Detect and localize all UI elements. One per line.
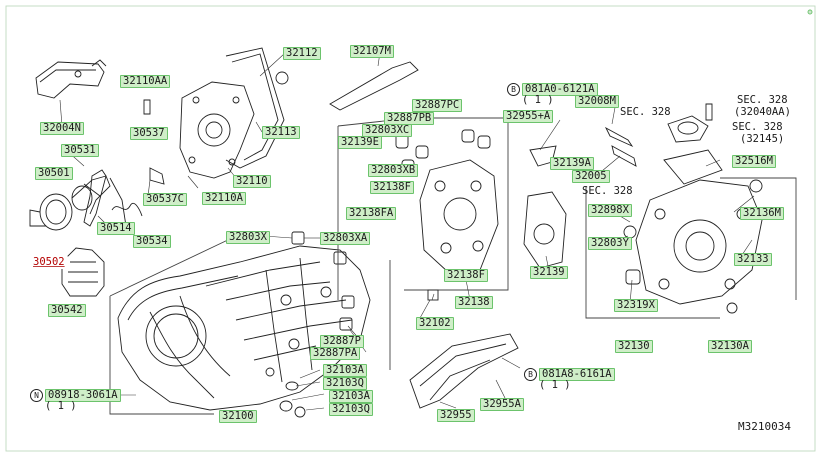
dust-boot-30502 [61, 247, 105, 297]
part-label-32803xa[interactable]: 32803XA [320, 232, 371, 245]
part-label-32107m[interactable]: 32107M [350, 45, 394, 58]
part-label-32130[interactable]: 32130 [615, 340, 653, 353]
sec-ref-328-c[interactable]: SEC. 328 [732, 121, 783, 133]
part-label-30501[interactable]: 30501 [35, 167, 73, 180]
part-label-32100[interactable]: 32100 [219, 410, 257, 423]
extension-housing-32130 [623, 179, 763, 305]
part-label-32112[interactable]: 32112 [283, 47, 321, 60]
part-label-32138f[interactable]: 32138F [370, 181, 414, 194]
sec-ref-328-d[interactable]: SEC. 328 [582, 185, 633, 197]
lower-cover-32955 [409, 333, 519, 409]
gasket-32516m [663, 149, 723, 185]
part-label-081a0-6121a[interactable]: 081A0-6121A [522, 83, 598, 96]
part-label-32103q[interactable]: 32103Q [323, 377, 367, 390]
part-label-32887pc[interactable]: 32887PC [412, 99, 463, 112]
qty-text-1b: ( 1 ) [522, 94, 554, 106]
spring-30534 [111, 202, 143, 217]
part-label-32803x[interactable]: 32803X [226, 231, 270, 244]
sec-ref-328-c-sub: (32145) [740, 133, 785, 145]
part-label-32139e[interactable]: 32139E [338, 136, 382, 149]
callout-n: N [30, 389, 43, 402]
cover-32040aa [667, 115, 709, 143]
part-label-32008m[interactable]: 32008M [575, 95, 619, 108]
rod-32107m [329, 61, 419, 111]
part-label-32955[interactable]: 32955 [437, 409, 475, 422]
part-label-32516m[interactable]: 32516M [732, 155, 776, 168]
release-bearing [29, 175, 111, 231]
part-label-30502[interactable]: 30502 [30, 256, 68, 269]
part-label-32103q-2[interactable]: 32103Q [329, 403, 373, 416]
part-label-32005[interactable]: 32005 [572, 170, 610, 183]
callout-b-lower: B [524, 368, 537, 381]
adapter-plate-32138 [419, 159, 499, 273]
part-label-32319x[interactable]: 32319X [614, 299, 658, 312]
part-label-30542[interactable]: 30542 [48, 304, 86, 317]
part-label-32110aa[interactable]: 32110AA [120, 75, 171, 88]
part-label-30531[interactable]: 30531 [61, 144, 99, 157]
part-label-32130a[interactable]: 32130A [708, 340, 752, 353]
part-label-32113[interactable]: 32113 [262, 126, 300, 139]
part-label-32138fa[interactable]: 32138FA [346, 207, 397, 220]
callout-b-upper: B [507, 83, 520, 96]
sec-ref-328-b[interactable]: SEC. 328 [737, 94, 788, 106]
part-label-32138[interactable]: 32138 [455, 296, 493, 309]
bracket-32004n [35, 59, 107, 99]
part-label-30534[interactable]: 30534 [133, 235, 171, 248]
part-label-32004n[interactable]: 32004N [40, 122, 84, 135]
part-label-30537[interactable]: 30537 [130, 127, 168, 140]
part-label-32139[interactable]: 32139 [530, 266, 568, 279]
sec-ref-328-b-sub: (32040AA) [734, 106, 791, 118]
bolt-32110aa [143, 99, 151, 115]
part-label-32102[interactable]: 32102 [416, 317, 454, 330]
top-cover-32110 [179, 47, 289, 179]
part-label-081a8-6161a[interactable]: 081A8-6161A [539, 368, 615, 381]
part-label-32955a[interactable]: 32955A [480, 398, 524, 411]
qty-text-1a: ( 1 ) [45, 400, 77, 412]
gasket-32139 [523, 191, 567, 269]
part-label-32898x[interactable]: 32898X [588, 204, 632, 217]
transmission-case-32100 [117, 245, 371, 411]
part-label-32139a[interactable]: 32139A [550, 157, 594, 170]
part-label-32803y[interactable]: 32803Y [588, 237, 632, 250]
sec-ref-328-a[interactable]: SEC. 328 [620, 106, 671, 118]
part-label-30514[interactable]: 30514 [97, 222, 135, 235]
qty-text-1c: ( 1 ) [539, 379, 571, 391]
part-label-32955-plus-a[interactable]: 32955+A [503, 110, 554, 123]
part-label-32136m[interactable]: 32136M [740, 207, 784, 220]
part-label-32803xc[interactable]: 32803XC [362, 124, 413, 137]
part-label-32133[interactable]: 32133 [734, 253, 772, 266]
part-label-32103a-2[interactable]: 32103A [329, 390, 373, 403]
part-label-32103a[interactable]: 32103A [323, 364, 367, 377]
part-label-32803xb[interactable]: 32803XB [368, 164, 419, 177]
part-label-32887pa[interactable]: 32887PA [310, 347, 361, 360]
part-label-30537c[interactable]: 30537C [143, 193, 187, 206]
part-label-32110[interactable]: 32110 [233, 175, 271, 188]
plug-30537 [149, 167, 165, 185]
part-label-32887pb[interactable]: 32887PB [384, 112, 435, 125]
part-label-08918-3061a[interactable]: 08918-3061A [45, 389, 121, 402]
part-label-32138f-lower[interactable]: 32138F [444, 269, 488, 282]
release-fork [83, 169, 127, 231]
part-label-32110a[interactable]: 32110A [202, 192, 246, 205]
figure-code: M3210034 [738, 420, 791, 433]
